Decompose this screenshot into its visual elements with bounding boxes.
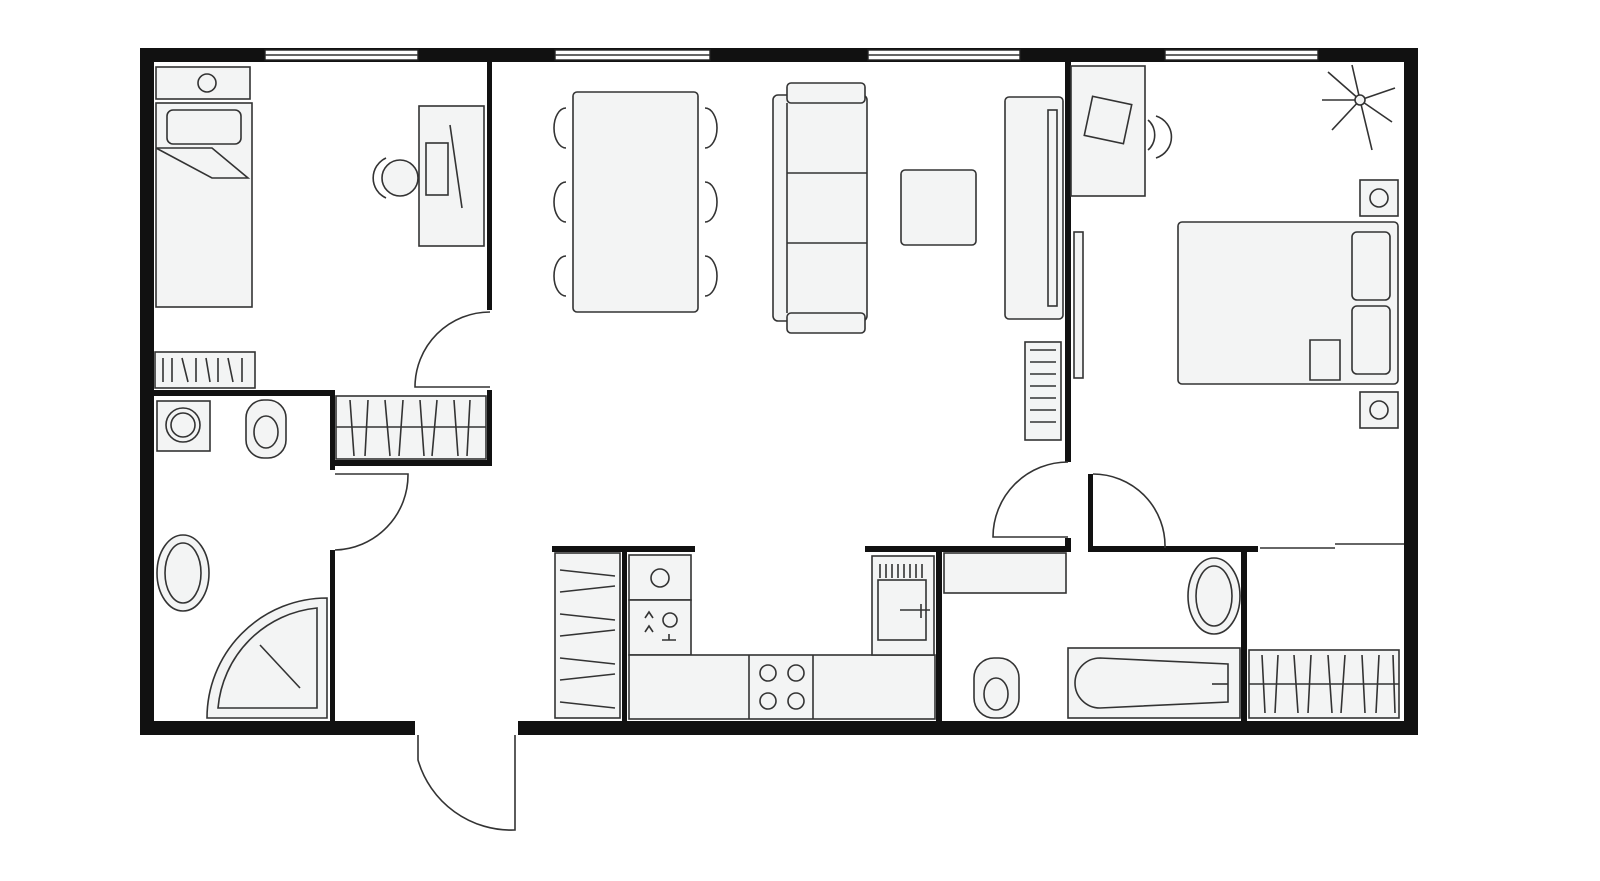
stove-icon <box>759 664 805 710</box>
walls <box>140 48 1418 735</box>
wall-bath-hall-upper <box>330 390 335 470</box>
wall-living-bedroom2-low <box>1065 538 1071 552</box>
dining-table <box>572 91 699 313</box>
laptop <box>1083 95 1133 145</box>
wall-right <box>1404 48 1418 735</box>
plant-icon <box>1322 64 1396 151</box>
wall-bath-top <box>1088 546 1258 552</box>
dishwasher <box>628 599 692 656</box>
kitchen-sink <box>871 555 935 656</box>
bathtub <box>1067 647 1241 719</box>
sink <box>1187 557 1241 635</box>
wall-bedroom1-bath <box>154 390 334 396</box>
closet-bedroom <box>1248 649 1400 719</box>
door-bathroom <box>1092 473 1166 549</box>
wall-bath-closet <box>1241 546 1247 721</box>
living-dining <box>553 82 1064 441</box>
coffee-table <box>900 169 977 246</box>
doors <box>334 311 1404 831</box>
wall-top <box>140 48 1418 62</box>
toilet <box>973 657 1020 719</box>
wall-kitchen-divider <box>622 546 627 721</box>
sliding-door-closet <box>1260 543 1404 549</box>
pillow <box>1351 231 1391 301</box>
wall-kitchen-right-top <box>865 546 1065 552</box>
wall-living-bedroom2 <box>1065 62 1071 462</box>
door-bedroom1 <box>414 311 491 388</box>
bedroom-master <box>1070 64 1399 429</box>
toilet <box>245 399 287 459</box>
windows <box>264 49 1319 61</box>
wall-bottom-left <box>140 721 415 735</box>
wall-bath-hall-lower <box>330 550 335 721</box>
wall-bottom-right <box>518 721 1418 735</box>
bedroom-small <box>154 66 485 389</box>
bookshelf <box>154 351 256 389</box>
chair <box>381 159 419 197</box>
shoe-rack <box>1024 341 1062 441</box>
fridge <box>628 554 692 601</box>
kitchen <box>554 552 936 720</box>
pillow <box>1351 305 1391 375</box>
closet-hall <box>335 395 487 460</box>
shower <box>206 597 328 719</box>
wall-left <box>140 48 154 735</box>
sink <box>156 534 210 612</box>
tv <box>1047 109 1058 307</box>
dining-chairs <box>553 107 718 297</box>
monitor <box>425 142 449 196</box>
bathroom <box>943 552 1241 719</box>
wall-tv <box>1073 231 1084 379</box>
pillow <box>166 109 242 145</box>
nightstand <box>155 66 251 100</box>
wall-closet-right <box>487 390 492 466</box>
wall-bedroom1-living <box>487 62 492 310</box>
nightstand <box>1359 179 1399 217</box>
nightstand <box>1359 391 1399 429</box>
wall-closet-bottom <box>330 460 492 466</box>
shelf <box>943 552 1067 594</box>
door-entrance <box>417 735 516 831</box>
lamp-icon <box>197 73 217 93</box>
toilet-shower <box>156 399 328 719</box>
countertop <box>628 654 936 720</box>
wall-kitchen-bath <box>936 546 942 721</box>
door-toilet <box>334 473 409 551</box>
door-bedroom2 <box>992 461 1069 538</box>
wall-bath-entry <box>1088 474 1093 552</box>
double-bed <box>1177 221 1399 385</box>
